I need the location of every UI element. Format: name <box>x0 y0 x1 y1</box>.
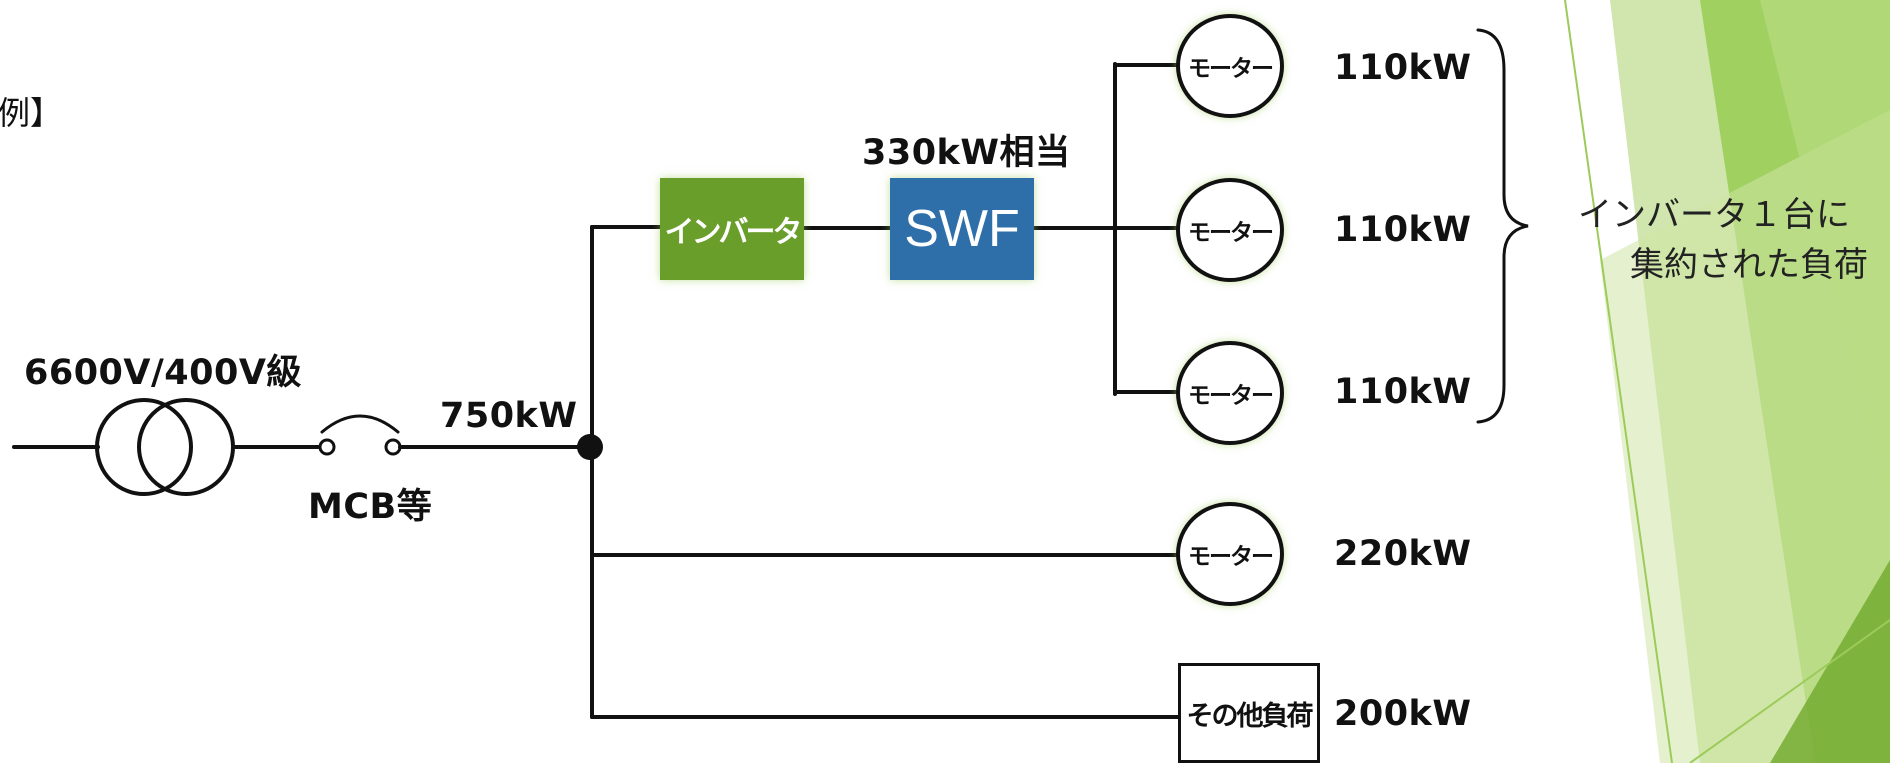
motor-2-label: モーター <box>1188 220 1274 246</box>
transformer-secondary-coil <box>137 398 235 496</box>
motor-4: モーター <box>1176 502 1284 606</box>
other-load-box: その他負荷 <box>1178 663 1320 763</box>
breaker-terminal-left <box>318 438 336 456</box>
aggregated-load-note-line2: 集約された負荷 <box>1630 245 1868 285</box>
motor-1-rating: 110kW <box>1334 48 1472 88</box>
aggregated-load-note-line1: インバータ１台に <box>1578 195 1850 235</box>
motor-4-rating: 220kW <box>1334 534 1472 574</box>
swf-label: SWF <box>904 200 1020 258</box>
grouping-brace <box>1476 28 1529 424</box>
inverter-box: インバータ <box>660 178 804 280</box>
swf-box: SWF <box>890 178 1034 280</box>
motor-3-label: モーター <box>1188 383 1274 409</box>
motor-2-rating: 110kW <box>1334 210 1472 250</box>
other-load-rating: 200kW <box>1334 694 1472 734</box>
heading-fragment: 例】 <box>0 94 63 132</box>
transformer-primary-coil <box>95 398 193 496</box>
motor-1: モーター <box>1176 14 1284 118</box>
aggregated-load-note: インバータ１台に 集約された負荷 <box>1578 190 1868 290</box>
breaker-contact-arc <box>320 414 400 434</box>
motor-1-label: モーター <box>1188 56 1274 82</box>
motor-3-rating: 110kW <box>1334 372 1472 412</box>
inverter-label: インバータ <box>664 215 803 250</box>
transformer-label: 6600V/400V級 <box>24 353 302 393</box>
breaker-terminal-right <box>384 438 402 456</box>
bus-junction-dot <box>577 434 603 460</box>
motor-2: モーター <box>1176 178 1284 282</box>
motor-4-label: モーター <box>1188 544 1274 570</box>
breaker-label: MCB等 <box>308 487 433 527</box>
bus-rating-label: 750kW <box>440 396 578 436</box>
swf-rating-label: 330kW相当 <box>862 133 1071 173</box>
motor-3: モーター <box>1176 341 1284 445</box>
other-load-label: その他負荷 <box>1186 700 1314 732</box>
